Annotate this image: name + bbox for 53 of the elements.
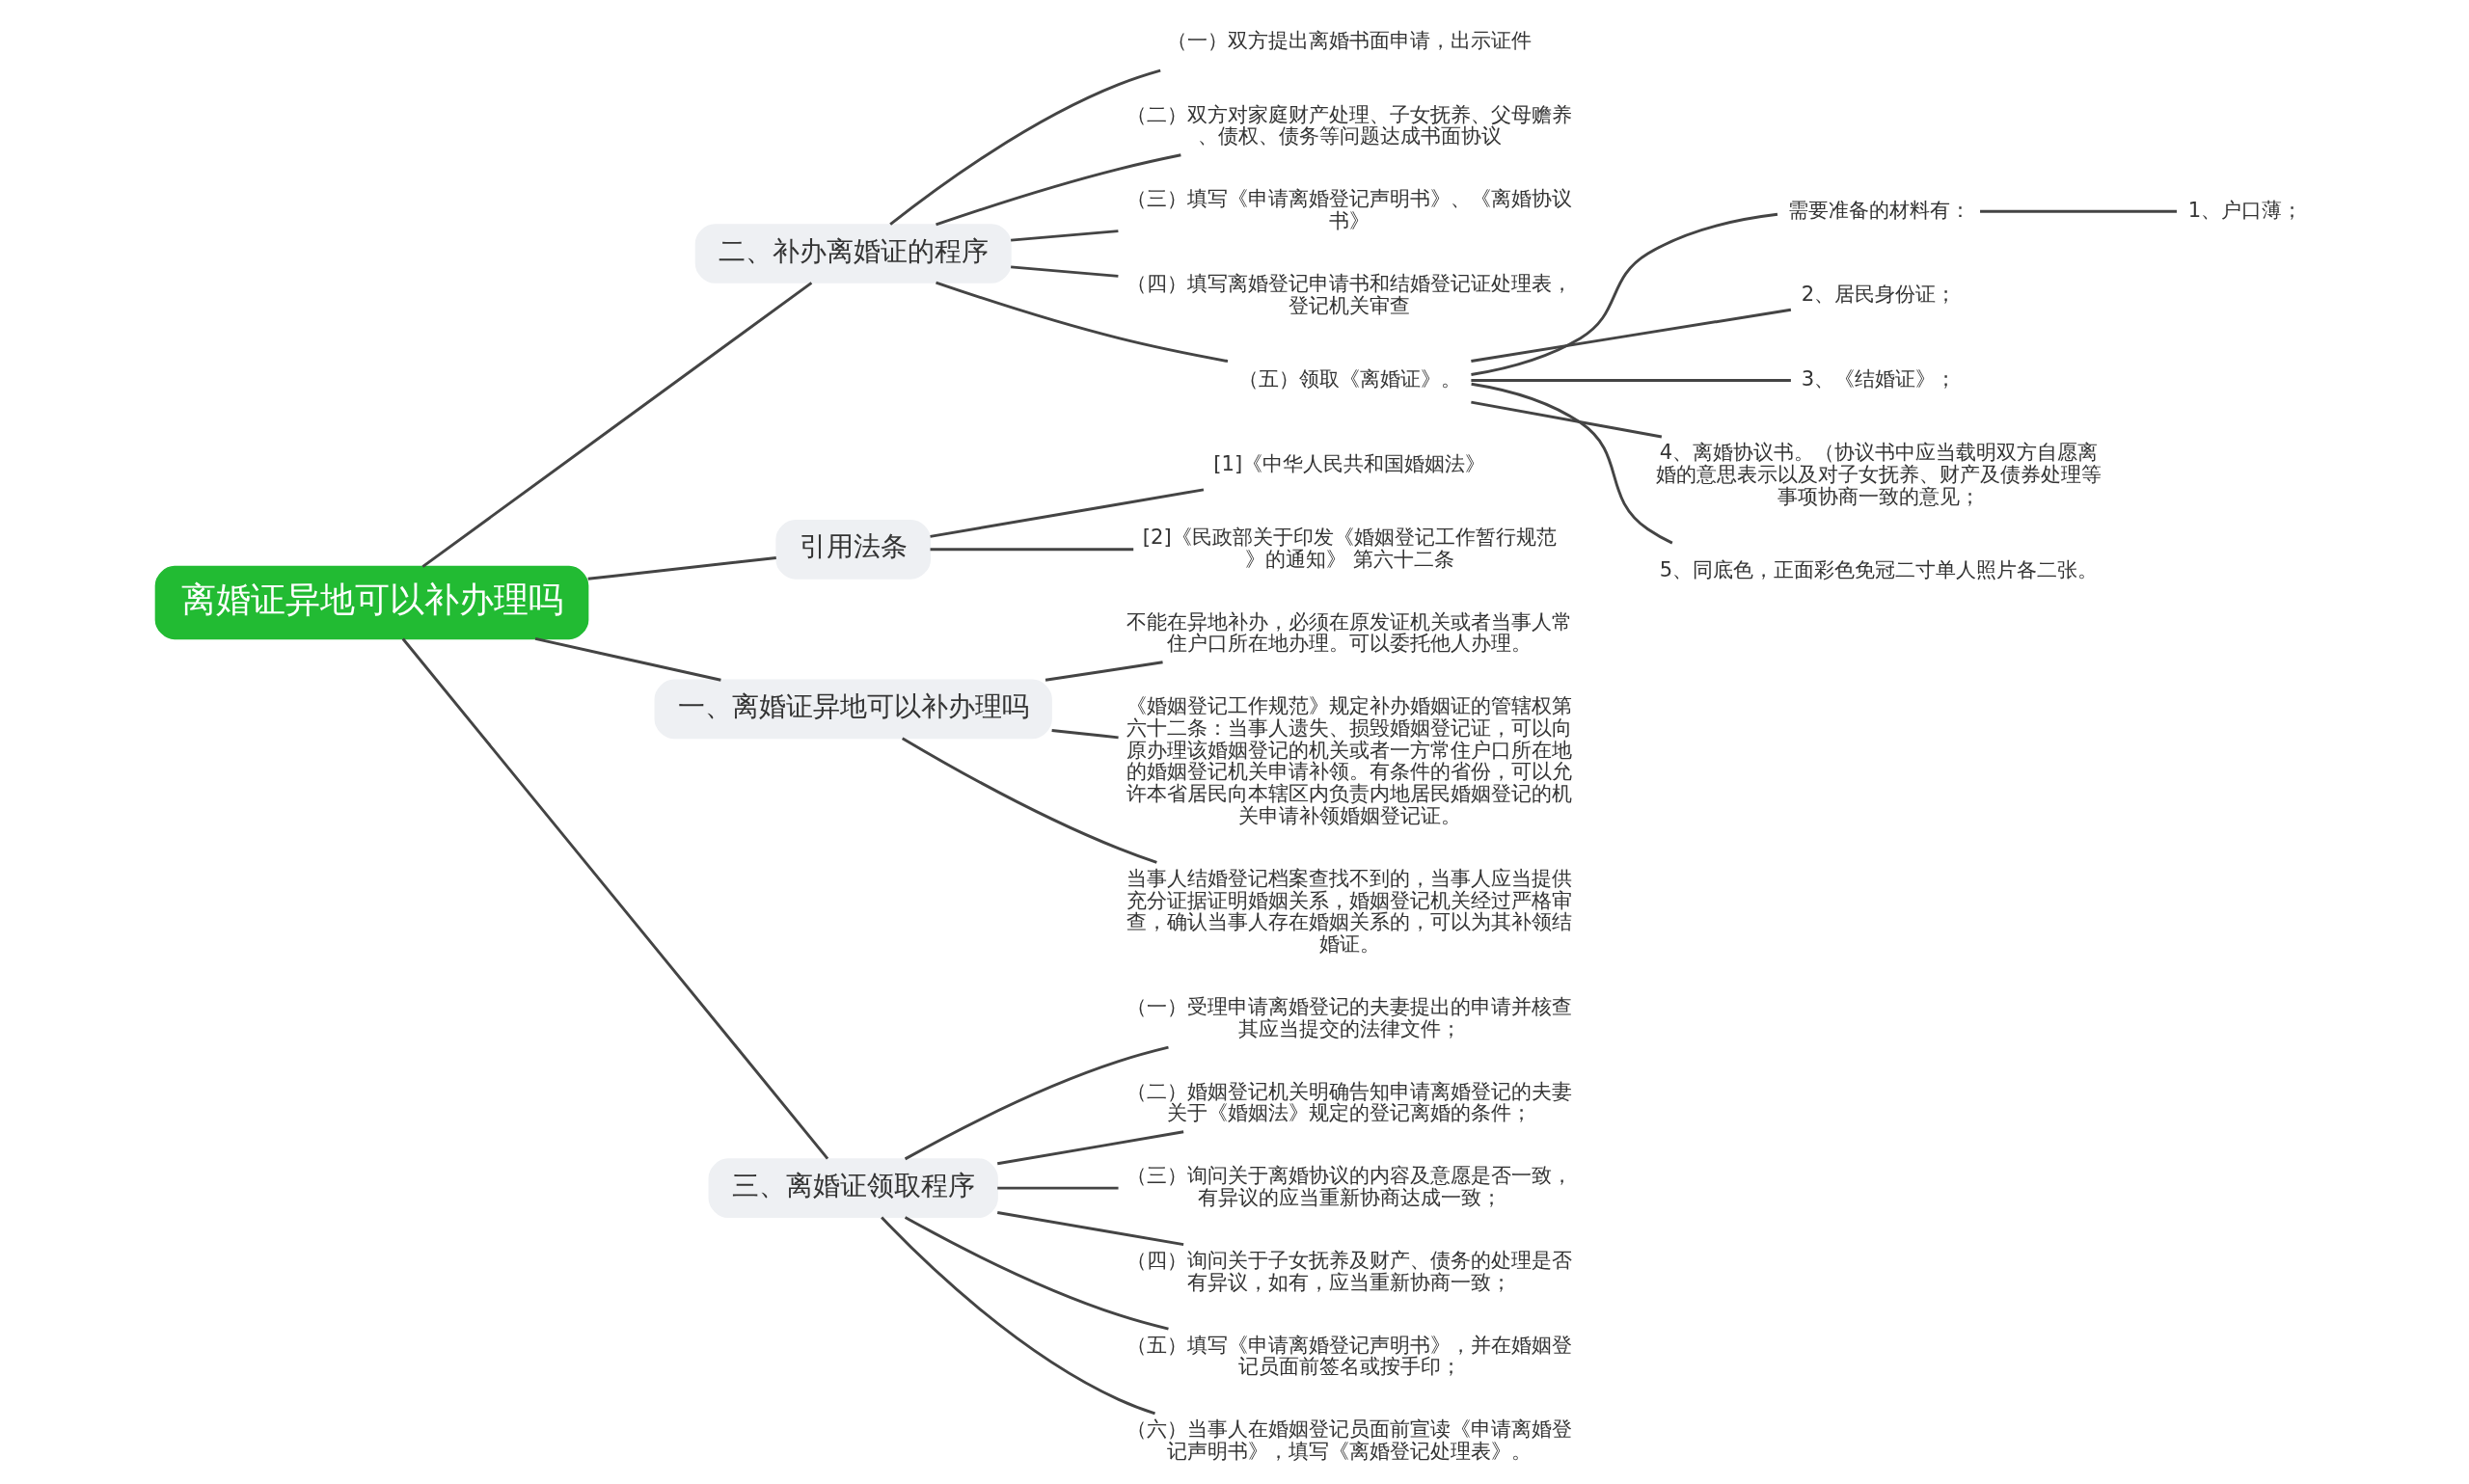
node-text: （一）双方提出离婚书面申请，出示证件 — [1167, 28, 1533, 53]
connector — [997, 1130, 1184, 1166]
connector — [881, 1216, 1155, 1416]
node-box: 离婚证异地可以补办理吗 — [154, 565, 589, 640]
node-text: 需要准备的材料有： — [1787, 197, 1970, 222]
connector — [534, 636, 721, 682]
node-box: 二、补办离婚证的程序 — [694, 224, 1012, 283]
connector — [1471, 379, 1791, 382]
connector — [1471, 382, 1673, 545]
node-box: 三、离婚证领取程序 — [708, 1158, 998, 1218]
node-text: 3、《结婚证》； — [1801, 366, 1957, 391]
connector — [1011, 229, 1119, 242]
connector — [421, 282, 813, 568]
node-text: 1、户口薄； — [2187, 197, 2303, 222]
connector — [889, 68, 1161, 226]
connector — [1980, 209, 2177, 213]
node-text: （五）填写《申请离婚登记声明书》，并在婚姻登记员面前签名或按手印； — [1126, 1332, 1573, 1379]
node-text: 《婚姻登记工作规范》规定补办婚姻证的管辖权第六十二条：当事人遗失、损毁婚姻登记证，可以向原办理该婚姻登记的机关或者一方常住户口所在地的婚姻登记机关申请补领。有条件的省份，可以允许本省居民向本辖区内负责内地居民婚姻登记的机关申请补领婚姻登记证。 — [1126, 693, 1573, 827]
node-text: （六）当事人在婚姻登记员面前宣读《申请离婚登记声明书》，填写《离婚登记处理表》。 — [1126, 1417, 1573, 1464]
node-text: 不能在异地补办，必须在原发证机关或者当事人常住户口所在地办理。可以委托他人办理。 — [1126, 608, 1573, 656]
node-text: （一）受理申请离婚登记的夫妻提出的申请并核查其应当提交的法律文件； — [1126, 993, 1573, 1040]
connector — [997, 1186, 1119, 1190]
node-text: （二）婚姻登记机关明确告知申请离婚登记的夫妻关于《婚姻法》规定的登记离婚的条件； — [1126, 1078, 1573, 1125]
connector — [930, 488, 1205, 538]
node-box: 引用法条 — [775, 520, 932, 580]
node-text: 4、离婚协议书。（协议书中应当载明双方自愿离婚的意思表示以及对子女抚养、财产及债券处理等事项协商一致的意见； — [1656, 440, 2103, 508]
connector — [930, 548, 1134, 552]
node-text: 5、同底色，正面彩色免冠二寸单人照片各二张。 — [1659, 557, 2099, 582]
connector — [997, 1211, 1184, 1247]
connector — [904, 1216, 1169, 1331]
connector — [1471, 400, 1663, 439]
node-text: 当事人结婚登记档案查找不到的，当事人应当提供充分证据证明婚姻关系，婚姻登记机关经过严格审查，确认当事人存在婚姻关系的，可以为其补领结婚证。 — [1126, 865, 1573, 957]
connector — [936, 153, 1181, 227]
node-text: （五）领取《离婚证》。 — [1237, 366, 1461, 391]
connector — [401, 637, 829, 1160]
node-text: （三）询问关于离婚协议的内容及意愿是否一致，有异议的应当重新协商达成一致； — [1126, 1163, 1573, 1210]
node-text: [2]《民政部关于印发《婚姻登记工作暂行规范》的通知》 第六十二条 — [1142, 524, 1557, 571]
node-text: 2、居民身份证； — [1801, 282, 1957, 307]
connector — [1051, 729, 1119, 740]
connector — [904, 1045, 1169, 1161]
node-text: （四）询问关于子女抚养及财产、债务的处理是否有异议，如有，应当重新协商一致； — [1126, 1247, 1573, 1294]
connector — [1045, 661, 1163, 682]
connector — [1011, 265, 1119, 278]
node-text: （四）填写离婚登记申请书和结婚登记证处理表，登记机关审查 — [1126, 270, 1573, 317]
connector — [936, 281, 1229, 364]
connector — [587, 556, 776, 580]
node-box: 一、离婚证异地可以补办理吗 — [654, 679, 1052, 740]
connector — [1471, 212, 1778, 376]
node-text: [1]《中华人民共和国婚姻法》 — [1213, 450, 1486, 475]
connector — [1471, 308, 1792, 363]
node-text: （二）双方对家庭财产处理、子女抚养、父母赡养、债权、债务等问题达成书面协议 — [1126, 101, 1573, 148]
node-text: （三）填写《申请离婚登记声明书》、《离婚协议书》 — [1126, 186, 1573, 233]
connector — [901, 737, 1157, 864]
